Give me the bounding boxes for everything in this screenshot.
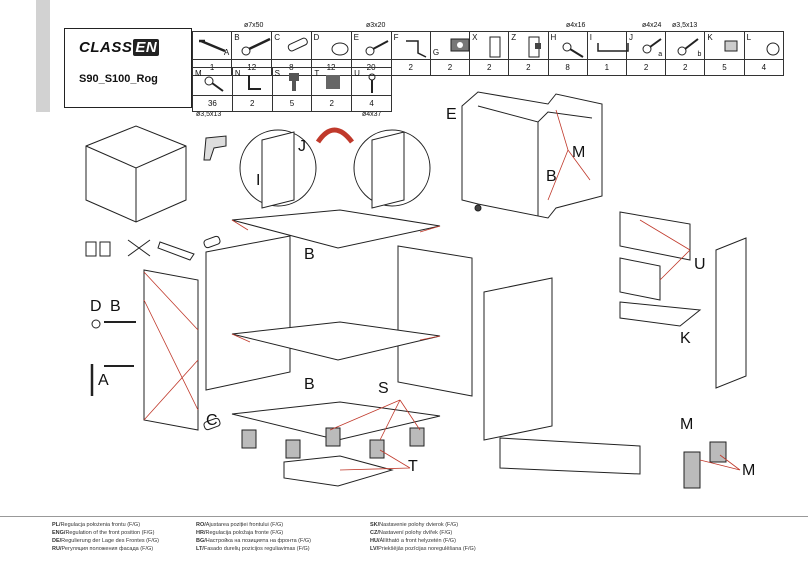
front-rail (499, 437, 641, 475)
footer-col-3: SK/Nastavenie polohy dvierok (F/G) CZ/Na… (370, 521, 476, 553)
part-S: S (271, 67, 313, 96)
part-K: K (704, 31, 745, 60)
footer-line: HU/Állítható a front helyzetén (F/G) (370, 538, 456, 544)
callout-M-legs: M (742, 462, 756, 479)
spec-u: ø4x37 (362, 111, 382, 118)
part-I: I (586, 31, 629, 60)
part-B: B (231, 31, 273, 60)
callout-I: I (256, 172, 261, 189)
qty-G: 2 (429, 59, 471, 76)
callout-B-top: B (304, 246, 315, 263)
spec-e: ø3x20 (366, 22, 386, 29)
callout-T: T (408, 458, 418, 475)
footer-divider (0, 516, 808, 517)
part-C: C (271, 31, 312, 60)
callout-B-mid: B (304, 376, 315, 393)
plinth (283, 455, 394, 487)
part-E: E (350, 31, 392, 60)
footer-line: RU/Регуляция положения фасада (F/G) (52, 546, 154, 552)
callout-S: S (378, 380, 389, 397)
footer-line: RO/Ajustarea poziției frontului (F/G) (196, 522, 284, 528)
back-panel-right (397, 245, 473, 397)
footer-line: HR/Regulacija položaja fronte (F/G) (196, 530, 284, 536)
footer-line: SK/Nastavenie polohy dvierok (F/G) (370, 522, 459, 528)
part-N: N (231, 67, 273, 96)
right-side-panel (483, 277, 553, 441)
door-panel (715, 237, 747, 389)
part-D: D (310, 31, 352, 60)
door-detail-mid (619, 257, 661, 301)
spec-h: ø4x16 (566, 22, 586, 29)
qty-J-b: 2 (665, 59, 706, 76)
callout-A: A (98, 372, 109, 389)
parts-table-2: M N S T U 36 2 5 2 4 (192, 67, 392, 112)
finished-cabinet-preview (85, 125, 187, 223)
bottom-panel (231, 401, 441, 441)
footer-line: LV/Priekšējās pozīcijas noregulēšana (F/… (370, 546, 476, 552)
callout-lines (143, 109, 741, 471)
part-M: M (192, 67, 233, 96)
door-detail-shelf (619, 301, 702, 327)
footer-col-2: RO/Ajustarea poziției frontului (F/G) HR… (196, 521, 311, 553)
part-A: A (191, 31, 233, 60)
callout-C: C (206, 412, 218, 429)
qty-F: 2 (390, 59, 431, 76)
callout-B: B (546, 168, 557, 185)
qty-M: 36 (192, 95, 233, 112)
spec-j-a: ø4x24 (642, 22, 662, 29)
part-L: L (743, 31, 785, 60)
part-Z: Z (508, 31, 549, 60)
callout-M-rail: M (680, 416, 694, 433)
spec-j-b: ø3,5x13 (672, 22, 698, 29)
spec-a: ø7x50 (244, 22, 264, 29)
footer-line: BG/Настройка на позицията на фронта (F/G… (196, 538, 312, 544)
callout-K: K (680, 330, 691, 347)
callout-B-left: B (110, 298, 121, 315)
part-H: H (547, 31, 588, 60)
callout-D: D (90, 298, 102, 315)
qty-L: 4 (743, 59, 785, 76)
qty-U: 4 (351, 95, 392, 112)
callout-E: E (446, 106, 457, 123)
footer-line: ENG/Regulation of the front position (F/… (52, 530, 155, 536)
footer-line: CZ/Nastavení polohy dvířek (F/G) (370, 530, 453, 536)
door-detail-top (619, 211, 691, 261)
part-T: T (311, 67, 353, 96)
carcass-view (461, 91, 603, 219)
footer-line: LT/Fasado durelių pozicijos reguliavimas… (196, 546, 310, 552)
part-X: X (469, 31, 510, 60)
footer-line: PL/Regulacja położenia frontu (F/G) (52, 522, 141, 528)
arrow-icon (315, 127, 354, 144)
qty-X: 2 (469, 59, 510, 76)
footer-col-1: PL/Regulacja położenia frontu (F/G) ENG/… (52, 521, 159, 553)
spec-m: ø3,5x13 (196, 111, 222, 118)
left-side-panel (143, 269, 199, 431)
model-name: S90_S100_Rog (79, 73, 158, 85)
callout-M: M (572, 144, 586, 161)
back-panel-left (205, 235, 291, 391)
callout-J: J (298, 138, 306, 155)
footer-line: DE/Regulierung der Lage des Frontes (F/G… (52, 538, 159, 544)
part-U: U (351, 67, 392, 96)
callout-U: U (694, 256, 706, 273)
part-J-b: b (665, 31, 706, 60)
page-edge-tab (36, 0, 50, 112)
assembly-drawing (85, 91, 747, 489)
